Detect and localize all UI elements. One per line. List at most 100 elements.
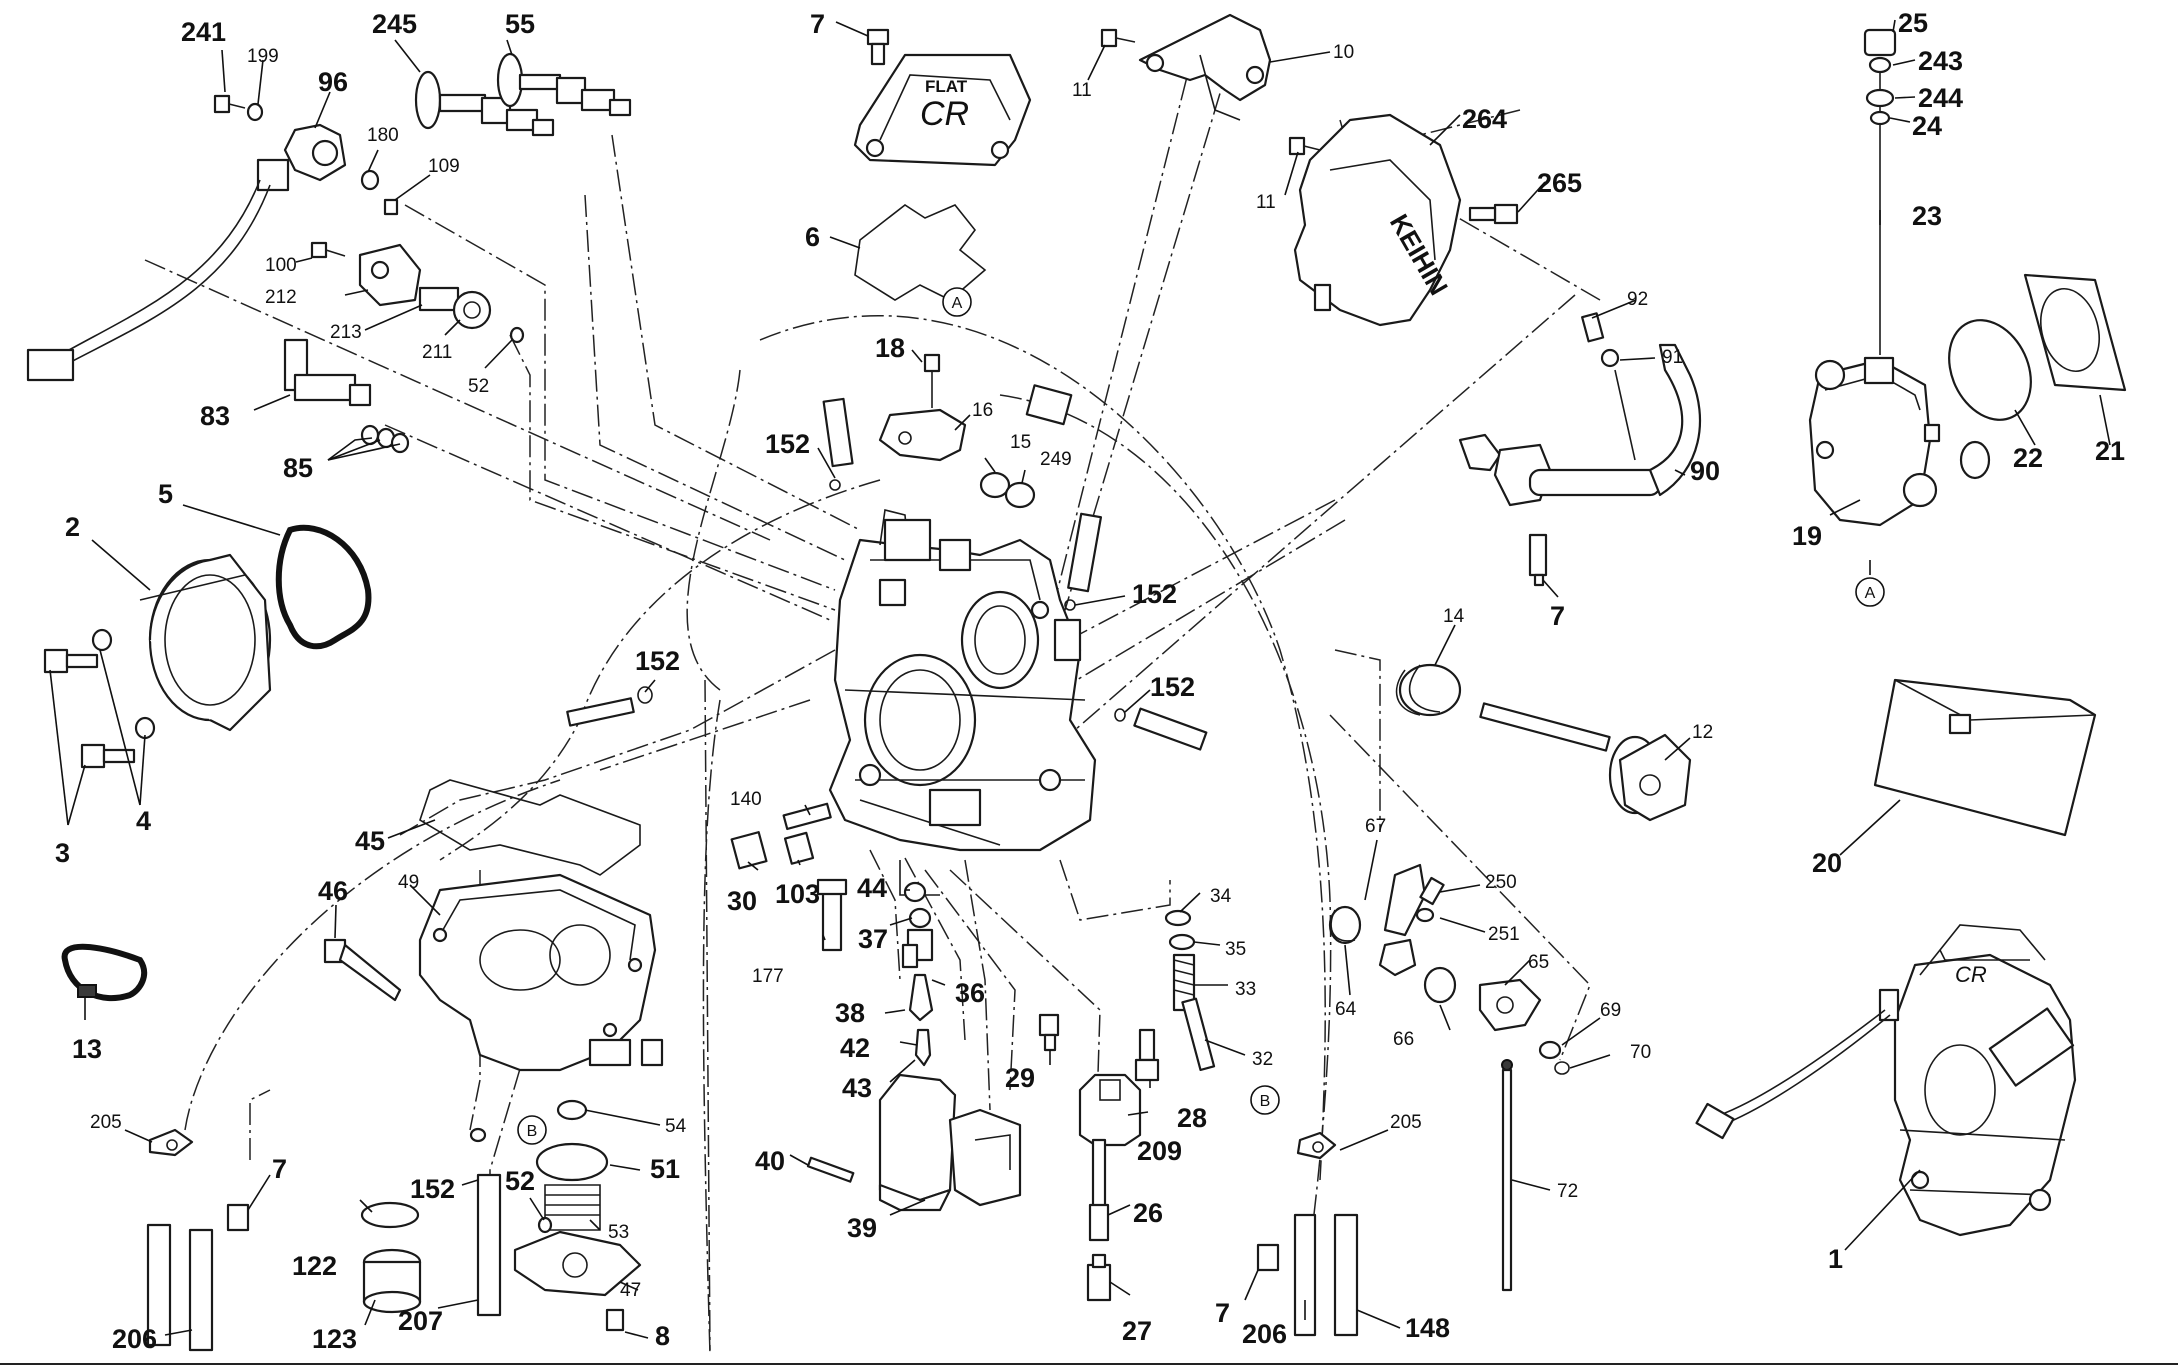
part-label-42: 42 (840, 1033, 870, 1063)
part-label-35: 35 (1225, 939, 1246, 960)
part-label-44: 44 (857, 873, 887, 903)
tool-pouch (1873, 678, 2097, 837)
part-label-152-d: 152 (1132, 579, 1177, 609)
overflow-hoses-left (146, 1038, 664, 1352)
assembled-carburetor: CR (1695, 924, 2077, 1237)
leak-adjust-screw (1164, 909, 1216, 1072)
part-label-7-right: 7 (1550, 601, 1565, 631)
part-label-19: 19 (1792, 521, 1822, 551)
part-labels: 241 199 96 245 55 180 109 100 212 213 21… (55, 8, 2125, 1354)
part-label-29: 29 (1005, 1063, 1035, 1093)
assembled-cap-logo: CR (1955, 962, 1987, 987)
reference-marker-b-right: B (1250, 1085, 1280, 1115)
part-label-265: 265 (1537, 168, 1582, 198)
part-label-177: 177 (752, 966, 784, 987)
diaphragm-21 (2023, 273, 2127, 392)
air-jet-elbow (283, 338, 410, 454)
part-label-65: 65 (1528, 952, 1549, 973)
part-label-52-top: 52 (468, 376, 489, 397)
part-label-12: 12 (1692, 722, 1713, 743)
part-label-85: 85 (283, 453, 313, 483)
part-label-6: 6 (805, 222, 820, 252)
part-label-47: 47 (620, 1280, 641, 1301)
pilot-jet-28 (1134, 1028, 1160, 1082)
part-label-206-right: 206 (1242, 1319, 1287, 1349)
jet-29 (1038, 1013, 1060, 1052)
reference-marker-a-top: A (942, 287, 972, 317)
part-label-205-left: 205 (90, 1112, 122, 1133)
part-label-25: 25 (1898, 8, 1928, 38)
part-label-251: 251 (1488, 924, 1520, 945)
alignment-lines (144, 44, 1601, 1356)
part-label-30: 30 (727, 886, 757, 916)
part-label-90: 90 (1690, 456, 1720, 486)
throttle-position-sensor-lead (26, 123, 347, 382)
part-label-72: 72 (1557, 1181, 1578, 1202)
part-label-264: 264 (1462, 104, 1507, 134)
hot-start-lever-assembly (1458, 312, 1702, 587)
part-label-4: 4 (136, 806, 151, 836)
hose-clamp-13 (61, 943, 148, 1002)
overflow-hoses-right (1256, 1131, 1359, 1337)
part-label-7-left: 7 (272, 1154, 287, 1184)
float-chamber (418, 873, 657, 1072)
washer-15 (979, 471, 1011, 499)
part-label-100: 100 (265, 255, 297, 276)
throttle-stop-screw (782, 802, 832, 831)
reference-marker-b-left: B (517, 1115, 547, 1145)
part-label-13: 13 (72, 1034, 102, 1064)
air-funnel (139, 553, 272, 732)
part-label-209: 209 (1137, 1136, 1182, 1166)
part-label-148: 148 (1405, 1313, 1450, 1343)
o-ring-22 (1948, 319, 2032, 421)
part-label-39: 39 (847, 1213, 877, 1243)
part-label-43: 43 (842, 1073, 872, 1103)
part-label-20: 20 (1812, 848, 1842, 878)
part-label-49: 49 (398, 872, 419, 893)
part-label-249: 249 (1040, 449, 1072, 470)
part-label-5: 5 (158, 479, 173, 509)
reference-marker-a-side: A (1855, 577, 1885, 607)
part-label-26: 26 (1133, 1198, 1163, 1228)
part-label-241: 241 (181, 17, 226, 47)
side-cover-screw (1468, 203, 1519, 225)
top-cap-logo-line1: FLAT (925, 77, 968, 96)
part-label-54: 54 (665, 1116, 687, 1137)
part-label-36: 36 (955, 978, 985, 1008)
part-label-40: 40 (755, 1146, 785, 1176)
part-label-24: 24 (1912, 111, 1942, 141)
part-label-10: 10 (1333, 42, 1354, 63)
svg-text:B: B (527, 1123, 538, 1140)
part-label-83: 83 (200, 401, 230, 431)
part-label-34: 34 (1210, 886, 1232, 907)
part-label-211: 211 (422, 342, 452, 363)
clip-152c (829, 479, 841, 491)
part-label-46: 46 (318, 876, 348, 906)
part-label-245: 245 (372, 9, 417, 39)
fuel-screw-46 (323, 938, 402, 1002)
part-label-64: 64 (1335, 999, 1357, 1020)
part-label-243: 243 (1918, 46, 1963, 76)
part-label-70: 70 (1630, 1042, 1651, 1063)
part-label-180: 180 (367, 125, 399, 146)
float-bowl-gasket (419, 779, 641, 876)
funnel-gasket (275, 524, 372, 650)
part-label-96: 96 (318, 67, 348, 97)
part-label-152-c: 152 (765, 429, 810, 459)
svg-text:B: B (1260, 1093, 1271, 1110)
part-label-152-e: 152 (1150, 672, 1195, 702)
part-label-212: 212 (265, 287, 297, 308)
throttle-valve (806, 1073, 1022, 1212)
part-label-103: 103 (775, 879, 820, 909)
part-label-109: 109 (428, 156, 460, 177)
part-label-11-mid: 11 (1256, 192, 1276, 213)
clip-152e (1114, 708, 1126, 722)
part-label-3: 3 (55, 838, 70, 868)
part-label-18: 18 (875, 333, 905, 363)
part-label-27: 27 (1122, 1316, 1152, 1346)
top-cap-bolt (866, 28, 890, 66)
tube-upper-left (822, 397, 854, 468)
cylinder-top (1025, 384, 1073, 426)
part-label-22: 22 (2013, 443, 2043, 473)
